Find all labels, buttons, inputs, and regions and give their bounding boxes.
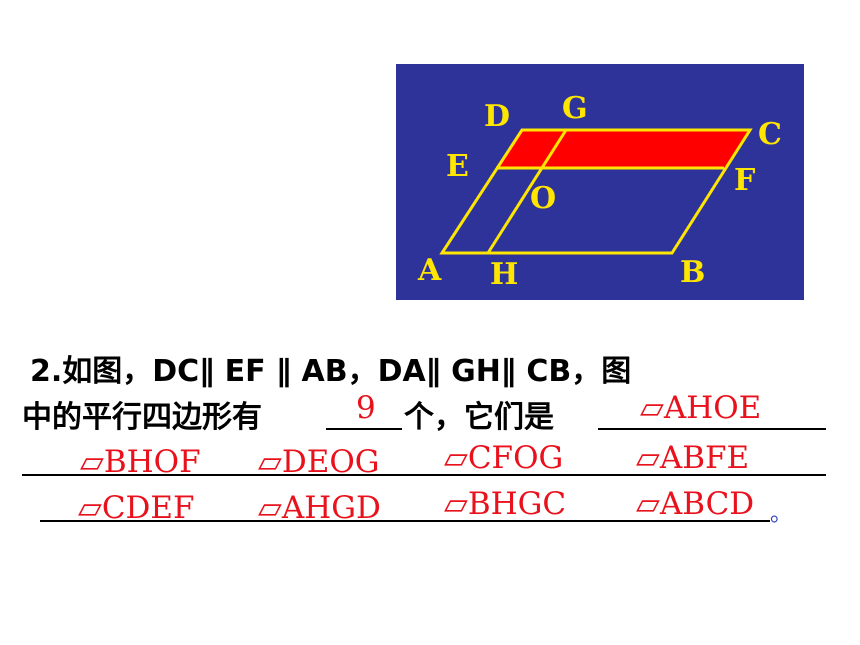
- segment-gh: [486, 129, 568, 254]
- closing-period: 。: [770, 502, 793, 527]
- answer-abcd: ▱ABCD: [636, 486, 755, 522]
- label-h: H: [490, 257, 518, 292]
- answer-bhgc: ▱BHGC: [444, 486, 567, 522]
- count-blank: [326, 428, 402, 430]
- label-e: E: [446, 149, 469, 184]
- answer-blank-1: [598, 428, 826, 430]
- shaded-region-dcfe: [496, 130, 750, 168]
- answer-bhof: ▱BHOF: [80, 444, 201, 480]
- answer-deog: ▱DEOG: [258, 444, 380, 480]
- answer-blank-3: [40, 520, 770, 522]
- label-c: C: [758, 117, 782, 152]
- answer-abfe: ▱ABFE: [636, 440, 750, 476]
- answer-blank-2: [22, 474, 826, 476]
- question-line-2-prefix: 中的平行四边形有: [22, 400, 262, 435]
- parallelogram-diagram: D G C E F O A H B: [417, 91, 782, 292]
- geometry-figure: D G C E F O A H B: [396, 64, 804, 300]
- answer-cdef: ▱CDEF: [78, 490, 195, 526]
- answer-ahgd: ▱AHGD: [258, 490, 381, 526]
- answer-cfog: ▱CFOG: [444, 440, 564, 476]
- question-line-1: 2.如图，DC∥ EF ∥ AB，DA∥ GH∥ CB，图: [30, 354, 632, 389]
- parallelogram-abcd: [439, 128, 753, 255]
- label-b: B: [680, 255, 705, 290]
- count-answer: 9: [356, 390, 376, 426]
- label-g: G: [562, 91, 588, 126]
- answer-ahoe: ▱AHOE: [640, 390, 762, 426]
- label-f: F: [734, 163, 755, 198]
- label-a: A: [417, 253, 442, 288]
- question-line-2-middle: 个，它们是: [404, 400, 554, 435]
- label-d: D: [484, 99, 510, 134]
- label-o: O: [530, 181, 556, 216]
